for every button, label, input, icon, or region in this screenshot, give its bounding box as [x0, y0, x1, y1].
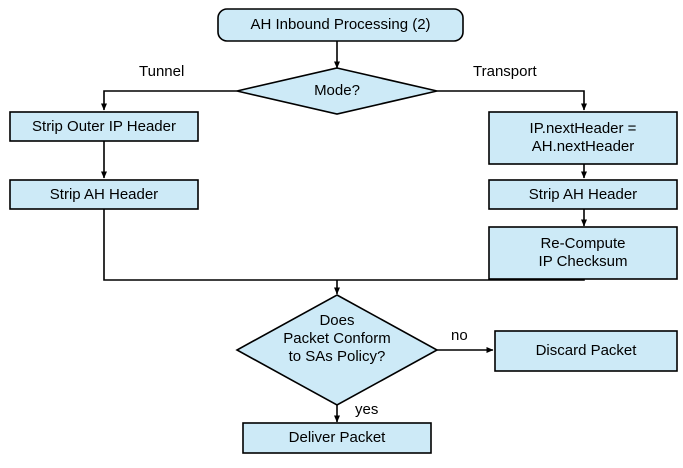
edge-label-tunnel: Tunnel: [139, 63, 185, 80]
node-mode-decision-shape: [236, 67, 438, 115]
node-strip-ah-tunnel-shape: [9, 179, 199, 210]
edge-label-transport: Transport: [473, 63, 537, 80]
node-discard-shape: [494, 330, 678, 372]
node-next-header-shape: [488, 111, 678, 165]
edge-layer: [101, 41, 587, 423]
edge-mode-tunnel: [101, 90, 237, 111]
node-start-shape: [217, 8, 464, 42]
node-policy-decision-shape: [235, 294, 439, 406]
edge-label-yes: yes: [355, 401, 379, 418]
edge-label-no: no: [451, 327, 468, 344]
node-recompute-checksum-shape: [488, 226, 678, 280]
node-strip-ah-transport-shape: [488, 179, 678, 210]
node-strip-outer-ip-shape: [9, 111, 199, 142]
edge-tunnel-to-merge: [103, 208, 337, 281]
edge-mode-transport: [437, 90, 587, 111]
node-deliver-shape: [242, 422, 432, 454]
